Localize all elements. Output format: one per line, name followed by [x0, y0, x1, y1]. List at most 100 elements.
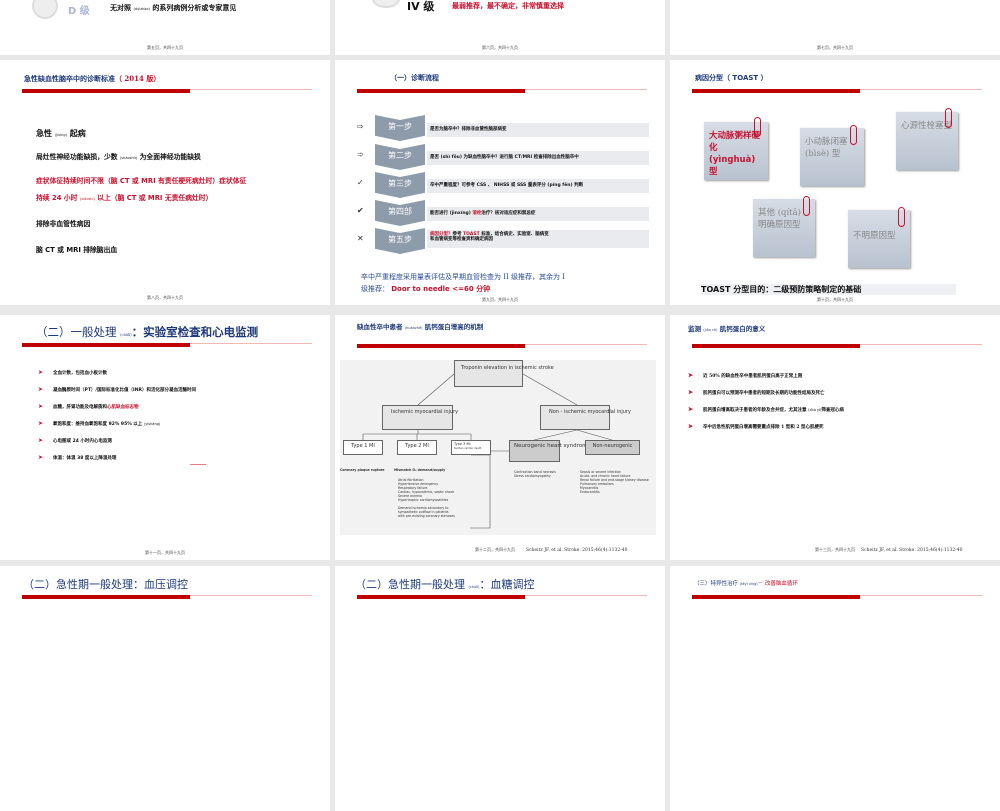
slide-footer: 第八页，共四十九页	[147, 295, 183, 300]
title-underline	[357, 595, 647, 599]
grade-label: D 级	[68, 6, 90, 17]
slide-thumbnail-14[interactable]: （二）急性期一般处理：血压调控	[0, 566, 330, 811]
title-underline	[22, 595, 312, 599]
arrow-bullet-icon: ➤	[38, 386, 44, 393]
slide-thumbnail-13[interactable]: 监测 (jiān cè) 肌钙蛋白的意义 ➤近 50% 的缺血性卒中患者肌钙蛋白…	[670, 315, 1000, 560]
slide-title: （二）一般处理 (chǔlǐ)：实验室检查和心电监测	[36, 325, 259, 339]
title-underline	[692, 89, 982, 93]
arrow-bullet-icon: ➤	[38, 454, 44, 461]
slide-thumbnail-10[interactable]: 病因分型（ TOAST ） 大动脉粥样硬化 (yìnghuà) 型 小动脉闭塞 …	[670, 60, 1000, 305]
arrow-icon: ⇨	[357, 122, 364, 131]
criterion-duration-1: 症状体征持续时间不限（脑 CT 或 MRI 有责任梗死病灶时）症状体征	[36, 177, 247, 185]
slide-title: 监测 (jiān cè) 肌钙蛋白的意义	[688, 325, 766, 333]
slide-footer: 第九页，共四十九页	[482, 297, 518, 302]
paperclip-icon	[803, 196, 810, 216]
node-non-neurogenic: Non-neurogenic	[585, 440, 640, 455]
slide-thumbnail-6[interactable]: IV 级 最弱推荐，最不确定，非常慎重选择 第六页，共四十九页	[335, 0, 665, 55]
node-nonischemic-injury: Non - ischemic myocardial injury	[540, 405, 631, 430]
paperclip-icon	[850, 125, 857, 145]
slide-title: （二）急性期一般处理 (chǔlǐ)：血糖调控	[355, 578, 535, 591]
step-5-text: 病因分型？参考 TOAST 标准，结合病史、实验室、脑病变和血管病变等检查资料确…	[427, 230, 649, 248]
diagram-connectors	[362, 373, 613, 529]
slide-thumbnail-7[interactable]: 第七页，共四十九页	[670, 0, 1000, 55]
slide-thumbnail-5[interactable]: D 级 无对照 (duìzhào) 的系列病例分析或专家意见 第五页，共四十九页	[0, 0, 330, 55]
toast-purpose: TOAST 分型目的：二级预防策略制定的基础	[701, 284, 956, 295]
grade-description: 无对照 (duìzhào) 的系列病例分析或专家意见	[110, 4, 237, 12]
recommendation-line-1: 卒中严重程度采用量表评估及早期血管检查为 II 级推荐，其余为 I	[361, 273, 565, 281]
arrow-bullet-icon: ➤	[688, 423, 694, 430]
arrow-bullet-icon: ➤	[38, 420, 44, 427]
title-underline	[357, 89, 647, 93]
bullet-troponin-predict: ➤肌钙蛋白可以预测卒中患者的短期及长期的功能性结局及死亡	[688, 389, 825, 396]
cross-icon: ✕	[357, 234, 364, 243]
grade-label: IV 级	[407, 0, 435, 13]
step-3: 第三步	[375, 172, 425, 198]
criterion-onset: 急性 (jíxìng) 起病	[36, 129, 86, 138]
slide-thumbnail-8[interactable]: 急性缺血性脑卒中的诊断标准（ 2014 版） 急性 (jíxìng) 起病 局灶…	[0, 60, 330, 305]
slide-footer: 第十一页，共四十九页	[145, 550, 185, 555]
note-large-artery: 大动脉粥样硬化 (yìnghuà) 型	[704, 122, 768, 180]
arrow-bullet-icon: ➤	[38, 437, 44, 444]
note-cardioembolic: 心源性栓塞型	[896, 112, 958, 170]
check-icon: ✓	[357, 178, 364, 187]
bullet-ecg: ➤心电图或 24 小时内心电监测	[38, 437, 112, 444]
type2-cause: Mismatch O₂ demand/supply	[394, 468, 446, 472]
bullet-troponin-age: ➤肌钙蛋白增高取决于患者的年龄及合并症，尤其注意 (zhù yì)筛查冠心病	[688, 406, 844, 413]
slide-title: 缺血性卒中患者 (huànzhě) 肌钙蛋白增高的机制	[357, 323, 484, 331]
arrow-bullet-icon: ➤	[688, 389, 694, 396]
mechanism-diagram: Troponin elevation in ischemic stroke Is…	[340, 360, 656, 535]
title-underline	[357, 344, 647, 348]
criterion-deficit: 局灶性神经功能缺损，少数 (shǎoshù) 为全面神经功能缺损	[36, 153, 201, 161]
slide-thumbnail-9[interactable]: （一）诊断流程 第一步 第二步 第三步 第四部 第五步 ⇨ ➾ ✓ ✔ ✕ 是否…	[335, 60, 665, 305]
paperclip-icon	[754, 117, 761, 137]
grade-icon	[372, 0, 400, 8]
title-underline	[692, 344, 982, 348]
node-ischemic-injury: Ischemic myocardial injury	[382, 405, 458, 430]
step-3-text: 卒中严重程度？可参考 CSS 、 NIHSS 或 SSS 量表评分 (píng …	[427, 179, 649, 193]
slide-thumbnail-11[interactable]: （二）一般处理 (chǔlǐ)：实验室检查和心电监测 ➤全血计数，包括血小板计数…	[0, 315, 330, 560]
title-underline	[22, 343, 312, 347]
bullet-oxygen: ➤氧饱和度：维持血氧饱和度 92% 95% 以上 (yǐshàng)	[38, 420, 161, 427]
arrow-bold-icon: ➾	[357, 150, 364, 159]
slide-footer: 第五页，共四十九页	[147, 45, 183, 50]
arrow-bullet-icon: ➤	[38, 403, 44, 410]
type1-cause: Coronary plaque rupture	[340, 468, 385, 472]
paperclip-icon	[898, 207, 905, 227]
slide-footer: 第十二页，共四十九页	[475, 547, 515, 552]
grade-description: 最弱推荐，最不确定，非常慎重选择	[452, 2, 564, 10]
node-neurogenic: Neurogenic heart syndrome	[509, 440, 591, 462]
arrow-bullet-icon: ➤	[38, 369, 44, 376]
note-undetermined: 不明原因型	[848, 210, 910, 268]
criterion-exclude-nonvascular: 排除非血管性病因	[36, 220, 91, 228]
arrow-bullet-icon: ➤	[688, 406, 694, 413]
note-small-artery: 小动脉闭塞 (bìsè) 型	[800, 128, 864, 186]
arrow-bullet-icon: ➤	[688, 372, 694, 379]
slide-footer: 第十三页，共四十九页	[815, 547, 855, 552]
slide-thumbnail-12[interactable]: 缺血性卒中患者 (huànzhě) 肌钙蛋白增高的机制 Troponin ele…	[335, 315, 665, 560]
bullet-troponin-50: ➤近 50% 的缺血性卒中患者肌钙蛋白高于正常上限	[688, 372, 803, 379]
step-4-text: 能否进行 (jìnxíng) 溶栓治疗？核对适应症和禁忌症	[427, 207, 649, 221]
citation: Scheitz JF, et al. Stroke. 2015;46(4):11…	[861, 548, 963, 553]
criterion-exclude-hemorrhage: 脑 CT 或 MRI 排除脑出血	[36, 246, 118, 254]
paperclip-icon	[945, 108, 952, 128]
slide-thumbnail-16[interactable]: （三）特异性治疗 (tèyì xìng)－ 改善脑血循环	[670, 566, 1000, 811]
slide-footer: 第六页，共四十九页	[482, 45, 518, 50]
slide-footer: 第七页，共四十九页	[817, 45, 853, 50]
slide-thumbnail-15[interactable]: （二）急性期一般处理 (chǔlǐ)：血糖调控	[335, 566, 665, 811]
title-underline	[22, 89, 312, 93]
bullet-blood-glucose: ➤血糖，肝肾功能及电解质和心肌缺血标志物	[38, 403, 139, 410]
slide-title: （三）特异性治疗 (tèyì xìng)－ 改善脑血循环	[694, 581, 798, 587]
node-troponin-elevation: Troponin elevation in ischemic stroke	[454, 360, 554, 387]
slide-title: （一）诊断流程	[390, 74, 439, 82]
grade-icon	[32, 0, 58, 19]
node-type2-mi: Type 2 MI	[397, 440, 437, 455]
recommendation-line-2: 级推荐： Door to needle <=60 分钟	[361, 285, 491, 293]
step-2: 第二步	[375, 144, 425, 170]
step-4: 第四部	[375, 200, 425, 226]
bullet-coagulation: ➤凝血酶原时间（PT）/国际标准化比值（INR）和活化部分凝血活酶时间	[38, 386, 196, 393]
slide-title: 急性缺血性脑卒中的诊断标准（ 2014 版）	[24, 74, 161, 83]
